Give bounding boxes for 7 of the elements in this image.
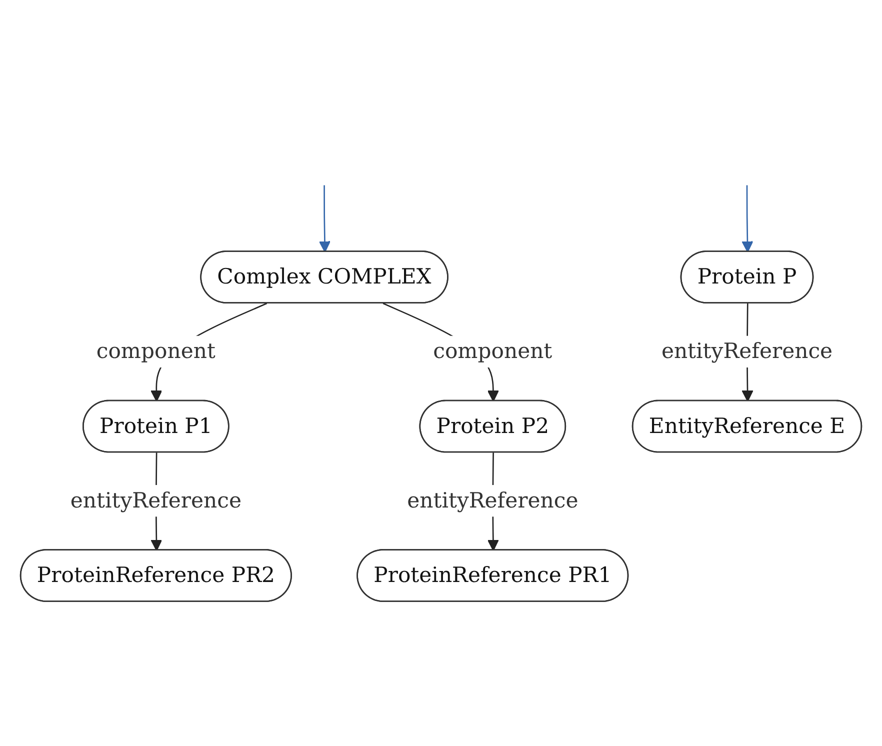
- arrow: [318, 184, 331, 252]
- edge-label: entityReference: [661, 338, 833, 364]
- arrow: [742, 184, 754, 252]
- edge-label: component: [96, 338, 216, 364]
- edge-label: entityReference: [407, 487, 578, 512]
- edge-label: entityReference: [70, 487, 242, 512]
- edge-label: component: [433, 338, 552, 364]
